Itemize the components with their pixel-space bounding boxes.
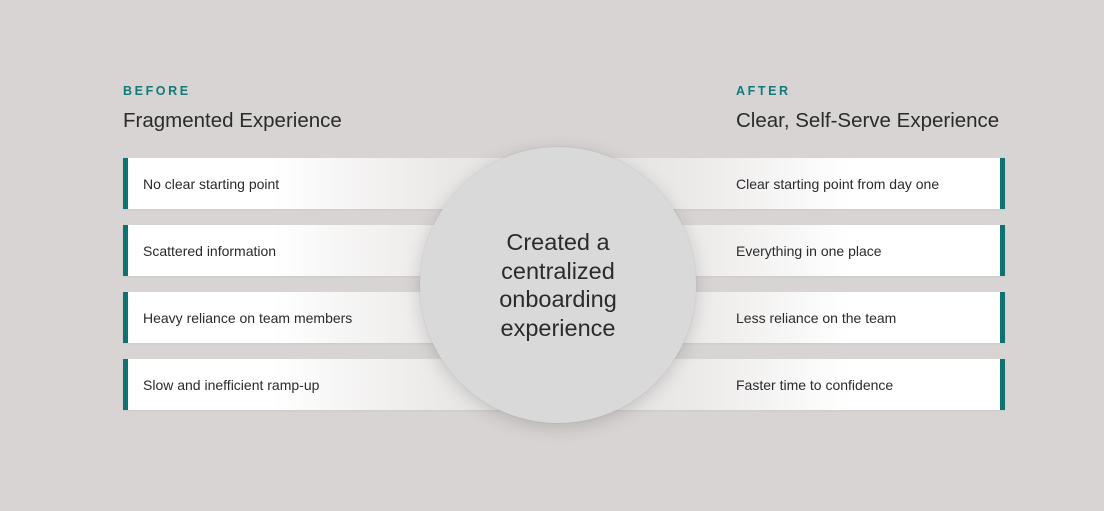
- after-heading: Clear, Self-Serve Experience: [736, 109, 1000, 132]
- center-circle: Created a centralized onboarding experie…: [420, 147, 696, 423]
- after-item-label: Clear starting point from day one: [736, 175, 940, 192]
- before-item-label: Slow and inefficient ramp-up: [143, 376, 320, 393]
- before-heading: Fragmented Experience: [123, 109, 342, 132]
- after-item-label: Everything in one place: [736, 242, 882, 259]
- before-item-label: Heavy reliance on team members: [143, 309, 353, 326]
- after-item-label: Less reliance on the team: [736, 309, 897, 326]
- before-eyebrow-label: BEFORE: [123, 84, 191, 98]
- before-item-label: Scattered information: [143, 242, 277, 259]
- after-eyebrow-label: AFTER: [736, 84, 791, 98]
- after-item-label: Faster time to confidence: [736, 376, 894, 393]
- center-statement: Created a centralized onboarding experie…: [499, 229, 617, 341]
- before-item-label: No clear starting point: [143, 175, 280, 192]
